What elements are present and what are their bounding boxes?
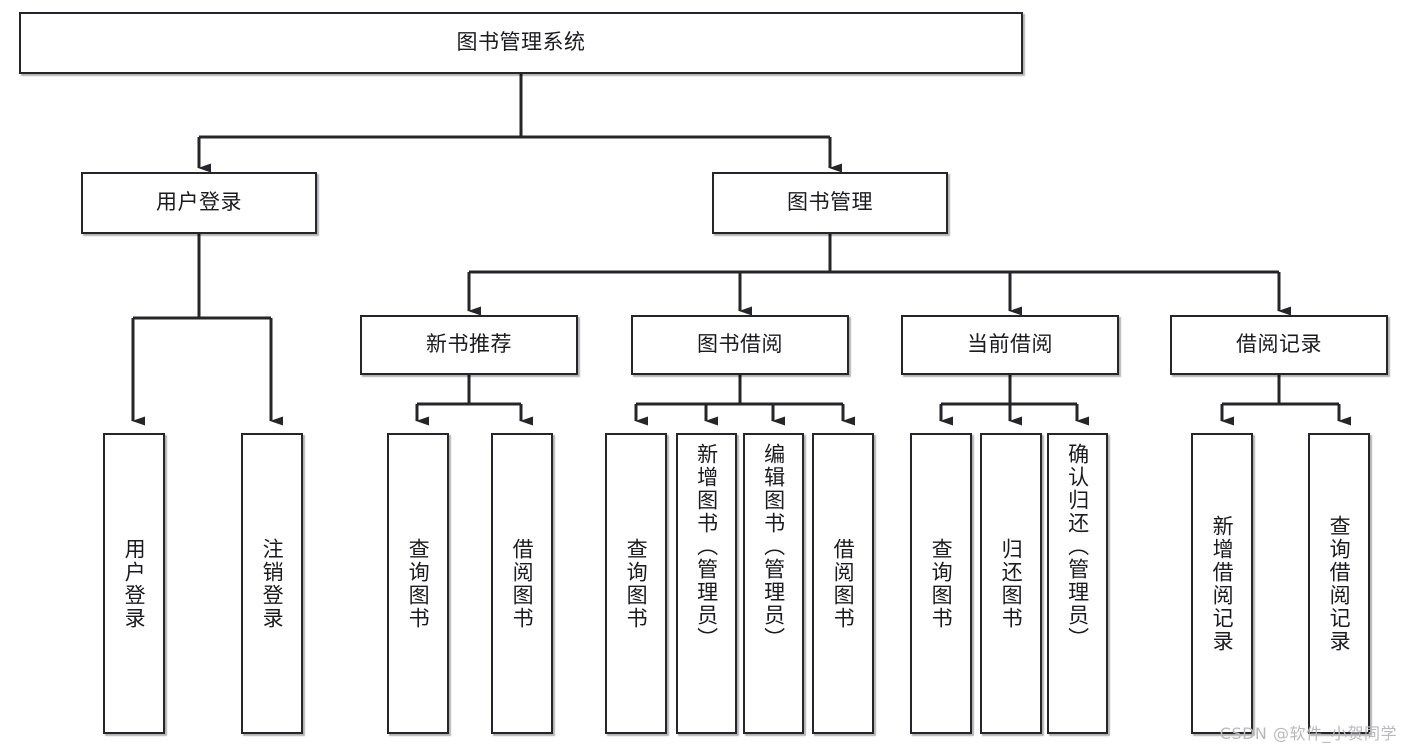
leaf-user-login-0-label: 用户登录 (122, 537, 147, 630)
leaf-book-borrow-3-label: 借阅图书 (831, 537, 856, 630)
leaf-current-borrow-2[interactable]: 确认归还（管理员） (1047, 433, 1108, 734)
node-root-label: 图书管理系统 (456, 30, 586, 55)
node-book-management-label: 图书管理 (787, 190, 873, 215)
leaf-current-borrow-2-label: 确认归还（管理员） (1065, 443, 1090, 650)
leaf-book-borrow-0[interactable]: 查询图书 (605, 433, 667, 734)
leaf-current-borrow-1-label: 归还图书 (999, 537, 1024, 630)
leaf-borrow-record-1-label: 查询借阅记录 (1327, 514, 1352, 653)
watermark-text: CSDN @软件_小贺同学 (1219, 724, 1397, 743)
leaf-new-book-recommend-0[interactable]: 查询图书 (387, 433, 449, 734)
node-borrow-record[interactable]: 借阅记录 (1170, 315, 1388, 375)
leaf-book-borrow-1[interactable]: 新增图书（管理员） (676, 433, 737, 734)
node-book-management[interactable]: 图书管理 (712, 172, 948, 234)
leaf-user-login-1[interactable]: 注销登录 (241, 433, 303, 734)
node-book-borrow-label: 图书借阅 (697, 332, 783, 357)
leaf-current-borrow-0-label: 查询图书 (929, 537, 954, 630)
node-borrow-record-label: 借阅记录 (1236, 332, 1322, 357)
leaf-book-borrow-2-label: 编辑图书（管理员） (761, 443, 786, 650)
node-new-book-recommend-label: 新书推荐 (426, 332, 512, 357)
leaf-book-borrow-0-label: 查询图书 (624, 537, 649, 630)
leaf-borrow-record-0[interactable]: 新增借阅记录 (1191, 433, 1253, 734)
leaf-user-login-0[interactable]: 用户登录 (103, 433, 165, 734)
node-book-borrow[interactable]: 图书借阅 (631, 315, 849, 375)
leaf-user-login-1-label: 注销登录 (260, 537, 285, 630)
node-new-book-recommend[interactable]: 新书推荐 (360, 315, 578, 375)
node-user-login[interactable]: 用户登录 (81, 172, 317, 234)
leaf-borrow-record-1[interactable]: 查询借阅记录 (1308, 433, 1370, 734)
node-current-borrow-label: 当前借阅 (967, 332, 1053, 357)
leaf-current-borrow-1[interactable]: 归还图书 (980, 433, 1042, 734)
leaf-new-book-recommend-1-label: 借阅图书 (510, 537, 535, 630)
leaf-book-borrow-1-label: 新增图书（管理员） (694, 443, 719, 650)
node-root[interactable]: 图书管理系统 (19, 12, 1023, 74)
leaf-current-borrow-0[interactable]: 查询图书 (910, 433, 972, 734)
leaf-new-book-recommend-1[interactable]: 借阅图书 (491, 433, 553, 734)
node-current-borrow[interactable]: 当前借阅 (901, 315, 1119, 375)
leaf-book-borrow-3[interactable]: 借阅图书 (812, 433, 874, 734)
leaf-new-book-recommend-0-label: 查询图书 (406, 537, 431, 630)
leaf-borrow-record-0-label: 新增借阅记录 (1210, 514, 1235, 653)
node-user-login-label: 用户登录 (156, 190, 242, 215)
leaf-book-borrow-2[interactable]: 编辑图书（管理员） (743, 433, 804, 734)
